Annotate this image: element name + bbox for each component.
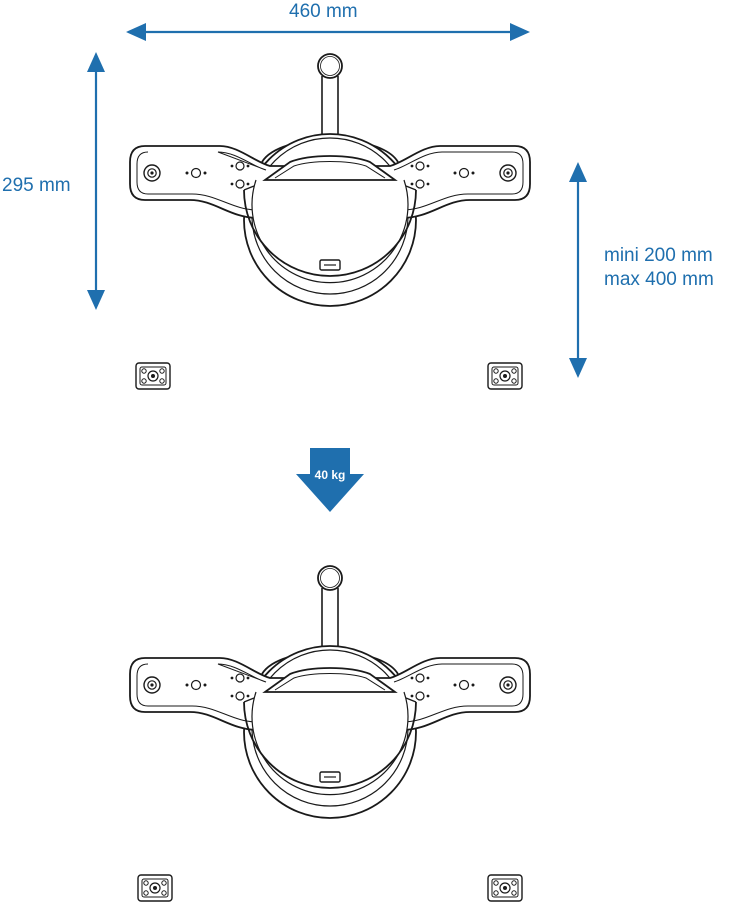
range-dimension-arrow — [569, 162, 587, 378]
mounting-foot-top-left — [135, 362, 171, 390]
speaker-mount-bottom — [129, 565, 531, 819]
range-label: mini 200 mm max 400 mm — [604, 244, 714, 292]
mounting-foot-bottom-right — [487, 874, 523, 902]
width-label: 460 mm — [289, 1, 358, 22]
mounting-foot-bottom-left — [137, 874, 173, 902]
load-down-arrow — [296, 448, 364, 512]
load-weight-label: 40 kg — [314, 468, 346, 482]
width-dimension-arrow — [126, 23, 530, 41]
range-min-label: mini 200 mm — [604, 245, 713, 266]
height-label: 295 mm — [2, 175, 71, 196]
mounting-foot-top-right — [487, 362, 523, 390]
height-dimension-arrow — [87, 52, 105, 310]
range-max-label: max 400 mm — [604, 269, 714, 290]
speaker-mount-top — [129, 53, 531, 307]
